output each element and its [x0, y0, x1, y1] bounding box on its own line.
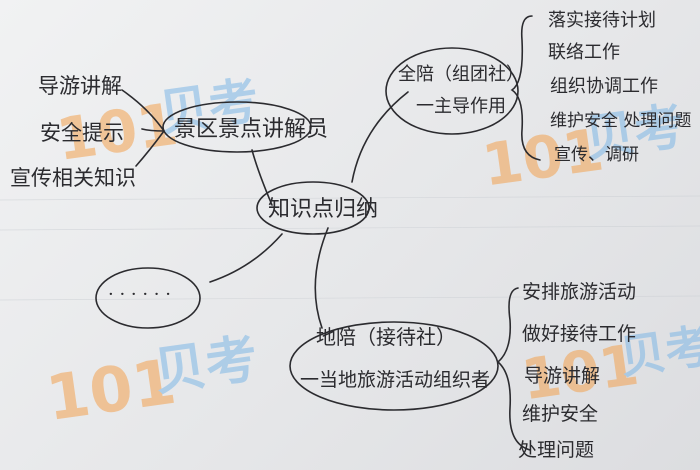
- svg-text:贝考: 贝考: [581, 97, 688, 168]
- full-branch-item: 落实接待计划: [548, 10, 656, 31]
- svg-text:101: 101: [42, 345, 180, 435]
- full-branch-item: 维护安全 处理问题: [550, 111, 691, 131]
- watermark-bottom-right: 101 贝考: [518, 318, 700, 414]
- scenic-branch-item: 安全提示: [40, 121, 124, 145]
- svg-text:101: 101: [518, 333, 643, 414]
- connector-center-local: [314, 227, 329, 329]
- svg-text:101: 101: [52, 90, 181, 174]
- local-branch-item: 安排旅游活动: [522, 281, 636, 303]
- full-node-line2: 一主导作用: [416, 96, 506, 117]
- scenic-branch-item: 导游讲解: [38, 74, 122, 98]
- center-label: 知识点归纳: [268, 197, 378, 222]
- local-node-outline: [289, 321, 499, 411]
- connector-center-scenic: [251, 149, 273, 206]
- local-branch-item: 维护安全: [522, 403, 598, 425]
- svg-text:101: 101: [478, 115, 607, 199]
- local-branch-item: 处理问题: [518, 439, 594, 461]
- local-node-line2: 一当地旅游活动组织者: [300, 369, 490, 391]
- connector-center-blank: [209, 233, 283, 283]
- full-branch-item: 联络工作: [548, 42, 620, 63]
- local-branch-item: 导游讲解: [524, 365, 600, 387]
- watermark-right: 101 贝考: [478, 97, 688, 200]
- full-branch-item: 宣传、调研: [554, 145, 639, 165]
- full-node-outline: [385, 47, 519, 135]
- local-node-line1: 地陪（接待社）: [316, 325, 456, 349]
- brace-scenic: [121, 89, 165, 167]
- watermark-bottom-left: 101 贝考: [42, 329, 262, 435]
- scenic-branch-item: 宣传相关知识: [10, 166, 136, 190]
- scenic-node-outline: [162, 101, 312, 153]
- svg-text:贝考: 贝考: [155, 71, 262, 142]
- local-branch-item: 做好接待工作: [522, 323, 636, 345]
- svg-text:贝考: 贝考: [616, 318, 700, 384]
- center-node-outline: [256, 181, 370, 235]
- connector-center-full: [351, 91, 409, 183]
- brace-full: [510, 15, 541, 161]
- full-branch-item: 组织协调工作: [550, 76, 658, 97]
- blank-node-outline: [95, 267, 201, 329]
- scenic-node-label: 景区景点讲解员: [174, 117, 328, 142]
- blank-node-dots: · · · · · ·: [108, 284, 171, 305]
- svg-text:贝考: 贝考: [150, 329, 261, 403]
- full-node-line1: 全陪（组团社）: [398, 64, 524, 85]
- watermark-top: 101 贝考: [52, 71, 262, 174]
